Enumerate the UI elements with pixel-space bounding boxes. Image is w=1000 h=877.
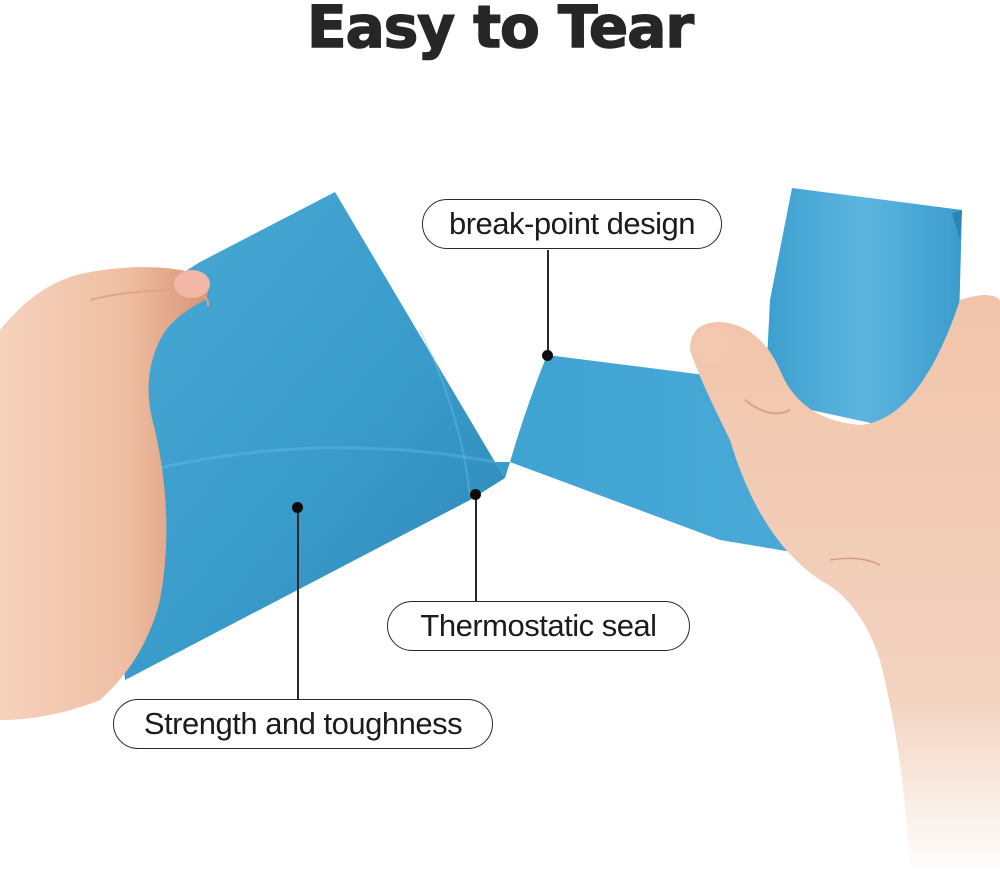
page-title: Easy to Tear — [306, 0, 695, 61]
callout-strength-and-toughness: Strength and toughness — [113, 699, 493, 749]
leader-line-break-point — [547, 250, 549, 355]
bag-roll — [765, 188, 962, 425]
leader-line-thermostatic-seal — [475, 494, 477, 602]
callout-break-point-design: break-point design — [422, 199, 722, 249]
dot-marker-icon — [292, 502, 303, 513]
callout-label: Strength and toughness — [143, 706, 463, 741]
left-hand — [0, 267, 208, 720]
leader-line-strength — [297, 507, 299, 699]
callout-label: Thermostatic seal — [420, 608, 657, 643]
dot-marker-icon — [542, 350, 553, 361]
callout-label: break-point design — [448, 206, 696, 241]
dot-marker-icon — [470, 489, 481, 500]
bag-sheet-left — [100, 192, 505, 680]
right-hand — [690, 295, 1000, 873]
callout-thermostatic-seal: Thermostatic seal — [387, 601, 690, 651]
